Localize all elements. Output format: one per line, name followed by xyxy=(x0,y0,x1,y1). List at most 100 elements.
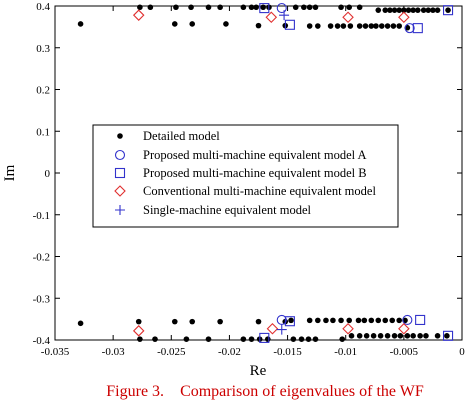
data-point-diamond xyxy=(342,11,354,24)
data-point-square xyxy=(259,332,270,343)
data-point-dot xyxy=(423,333,429,339)
y-axis-title: Im xyxy=(2,164,18,181)
y-tick-label: 0.1 xyxy=(36,126,50,138)
data-point-dot xyxy=(363,333,370,339)
data-point-dot xyxy=(205,4,212,11)
data-point-dot xyxy=(430,7,436,13)
data-point-dot xyxy=(340,23,347,29)
data-point-circle xyxy=(404,23,415,34)
data-point-dot xyxy=(378,23,385,29)
data-point-dot xyxy=(323,317,329,324)
data-point-dot xyxy=(248,4,255,11)
data-point-square xyxy=(442,5,454,16)
data-point-dot xyxy=(368,23,375,29)
data-point-dot xyxy=(334,23,341,29)
data-point-dot xyxy=(339,336,346,342)
data-point-dot xyxy=(396,7,403,13)
data-point-diamond xyxy=(266,322,279,335)
data-point-diamond xyxy=(398,322,410,335)
data-point-dot xyxy=(346,317,353,324)
data-point-dot xyxy=(298,336,305,342)
data-point-diamond xyxy=(342,322,354,335)
data-point-plus xyxy=(276,324,287,335)
data-point-dot xyxy=(391,7,398,13)
data-point-dot xyxy=(373,23,379,29)
data-point-dot xyxy=(425,7,432,13)
legend: Detailed model Proposed multi-machine eq… xyxy=(92,124,399,228)
data-point-dot xyxy=(147,4,154,11)
data-point-dot xyxy=(444,333,450,339)
data-point-dot xyxy=(417,333,423,339)
y-tick-label: -0.2 xyxy=(33,252,50,264)
data-point-dot xyxy=(375,7,382,13)
data-point-dot xyxy=(382,7,389,13)
legend-marker-diamond xyxy=(114,185,126,197)
legend-marker-dot xyxy=(117,133,123,139)
data-point-dot xyxy=(391,333,398,339)
data-point-dot xyxy=(315,23,321,29)
y-tick-labels: -0.4-0.3-0.2-0.100.10.20.30.4 xyxy=(33,1,51,347)
data-point-square xyxy=(415,314,426,326)
data-point-dot xyxy=(260,4,266,11)
figure-caption-text: Comparison of eigenvalues of the WF xyxy=(180,383,424,400)
data-point-dot xyxy=(248,336,255,342)
legend-label-conventional: Conventional multi-machine equivalent mo… xyxy=(143,184,376,198)
data-point-dot xyxy=(217,318,223,325)
data-point-dot xyxy=(375,317,382,324)
data-point-diamond xyxy=(265,11,278,24)
data-point-dot xyxy=(255,318,262,325)
data-point-dot xyxy=(410,7,416,13)
x-tick-label: -0.015 xyxy=(273,346,302,358)
data-point-dot xyxy=(396,23,403,29)
data-point-dot xyxy=(356,4,363,11)
data-point-dot xyxy=(306,23,313,29)
data-point-dot xyxy=(305,336,312,342)
data-point-dot xyxy=(370,333,377,339)
data-point-dot xyxy=(77,21,84,27)
x-tick-label: -0.035 xyxy=(41,346,70,358)
data-point-dot xyxy=(401,7,407,13)
data-point-diamond xyxy=(132,325,145,337)
data-point-dot xyxy=(135,318,142,325)
figure-caption-label: Figure 3. xyxy=(106,383,164,400)
data-point-dot xyxy=(347,23,354,29)
data-point-dot xyxy=(327,23,334,29)
y-tick-label: -0.3 xyxy=(33,293,51,305)
data-point-dot xyxy=(410,333,416,339)
y-tick-label: 0.2 xyxy=(36,85,50,97)
data-point-square xyxy=(284,316,295,327)
data-point-square xyxy=(284,19,295,30)
data-point-dot xyxy=(152,336,158,342)
data-point-dot xyxy=(306,4,313,11)
legend-label-model-a: Proposed multi-machine equivalent model … xyxy=(143,148,367,162)
data-point-dot xyxy=(265,336,271,342)
data-point-dot xyxy=(255,22,262,29)
x-tick-label: -0.005 xyxy=(390,346,419,358)
data-point-dot xyxy=(188,4,194,11)
data-point-circle xyxy=(402,314,413,326)
y-tick-label: 0.4 xyxy=(36,1,50,13)
x-tick-label: -0.025 xyxy=(157,346,186,358)
data-point-dot xyxy=(397,333,404,339)
data-point-dot xyxy=(384,23,391,29)
data-point-dot xyxy=(312,336,319,342)
data-point-dot xyxy=(171,21,178,27)
data-point-dot xyxy=(346,4,353,11)
data-point-dot xyxy=(368,317,375,324)
data-point-dot xyxy=(183,336,190,342)
data-point-dot xyxy=(189,318,196,325)
y-tick-label: 0.3 xyxy=(36,43,50,55)
legend-markers xyxy=(114,133,126,215)
data-point-dot xyxy=(205,336,212,342)
data-point-square xyxy=(259,3,270,14)
data-point-square xyxy=(412,23,423,34)
x-tick-label: 0 xyxy=(459,346,465,358)
data-point-dot xyxy=(137,4,143,11)
data-point-dot xyxy=(384,333,391,339)
data-point-dot xyxy=(415,7,421,13)
y-tick-label: -0.4 xyxy=(33,335,51,347)
data-point-dot xyxy=(389,317,396,324)
data-point-dot xyxy=(173,4,179,11)
x-tick-label: -0.01 xyxy=(334,346,357,358)
